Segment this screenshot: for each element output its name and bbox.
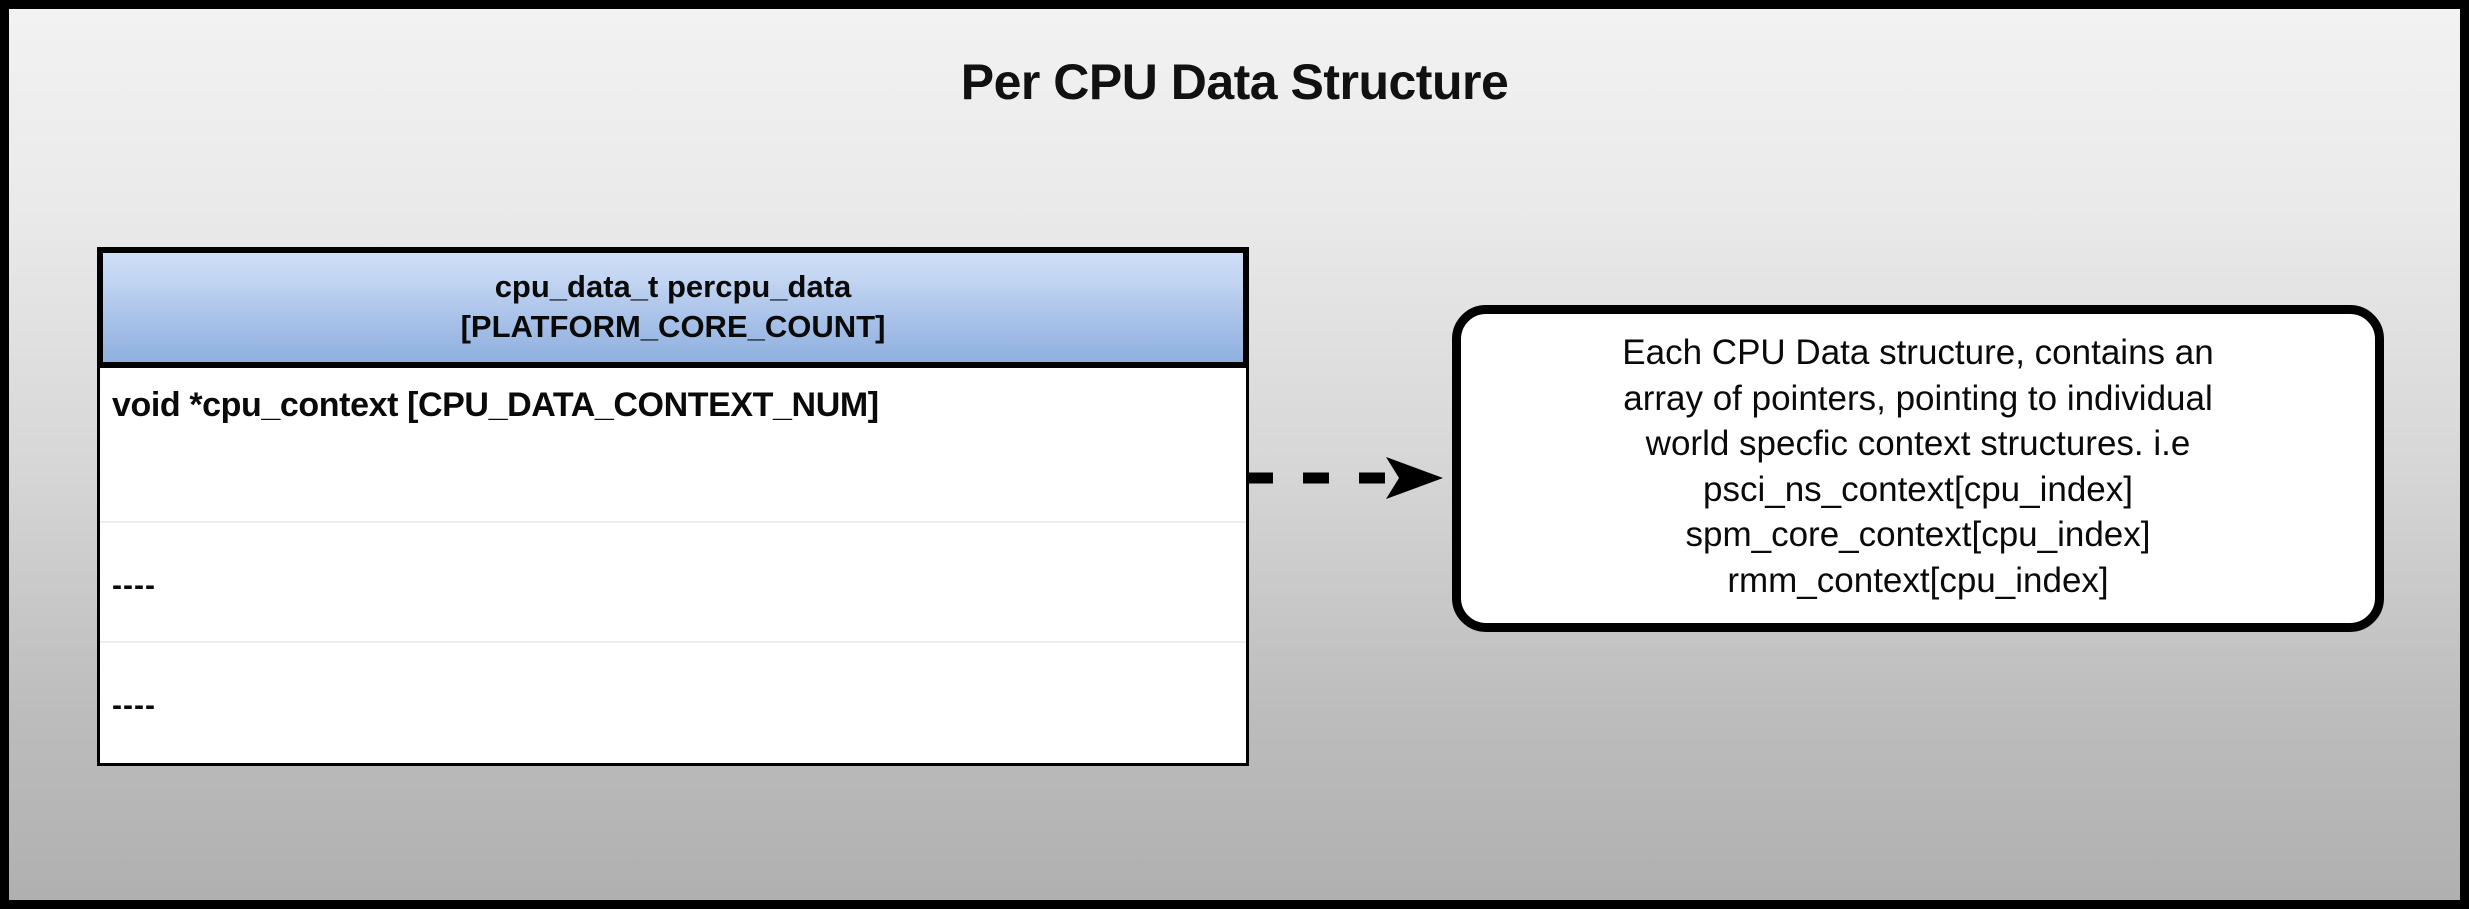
struct-field-placeholder-1: ----: [112, 569, 156, 603]
page-title: Per CPU Data Structure: [960, 54, 1509, 110]
struct-field-placeholder-2: ----: [112, 689, 156, 723]
struct-table-header: cpu_data_t percpu_data [PLATFORM_CORE_CO…: [97, 247, 1249, 369]
struct-header-line-2: [PLATFORM_CORE_COUNT]: [460, 308, 886, 344]
struct-table-body: void *cpu_context [CPU_DATA_CONTEXT_NUM]…: [97, 368, 1249, 767]
dashed-arrow-right-icon: [1247, 457, 1447, 499]
callout-line-4: psci_ns_context[cpu_index]: [1703, 469, 2133, 509]
callout-line-2: array of pointers, pointing to individua…: [1623, 378, 2213, 418]
table-row: void *cpu_context [CPU_DATA_CONTEXT_NUM]: [100, 368, 1246, 521]
struct-field-cpu-context: void *cpu_context [CPU_DATA_CONTEXT_NUM]: [112, 386, 879, 425]
table-row: ----: [100, 641, 1246, 763]
percpu-data-struct-table: cpu_data_t percpu_data [PLATFORM_CORE_CO…: [97, 247, 1249, 767]
struct-header-line-1: cpu_data_t percpu_data: [494, 269, 852, 304]
callout-line-1: Each CPU Data structure, contains an: [1622, 333, 2214, 372]
callout-line-6: rmm_context[cpu_index]: [1727, 560, 2109, 600]
callout-line-3: world specfic context structures. i.e: [1645, 424, 2191, 463]
callout-note: Each CPU Data structure, contains an arr…: [1452, 305, 2384, 632]
table-row: ----: [100, 521, 1246, 641]
callout-line-5: spm_core_context[cpu_index]: [1685, 515, 2151, 554]
